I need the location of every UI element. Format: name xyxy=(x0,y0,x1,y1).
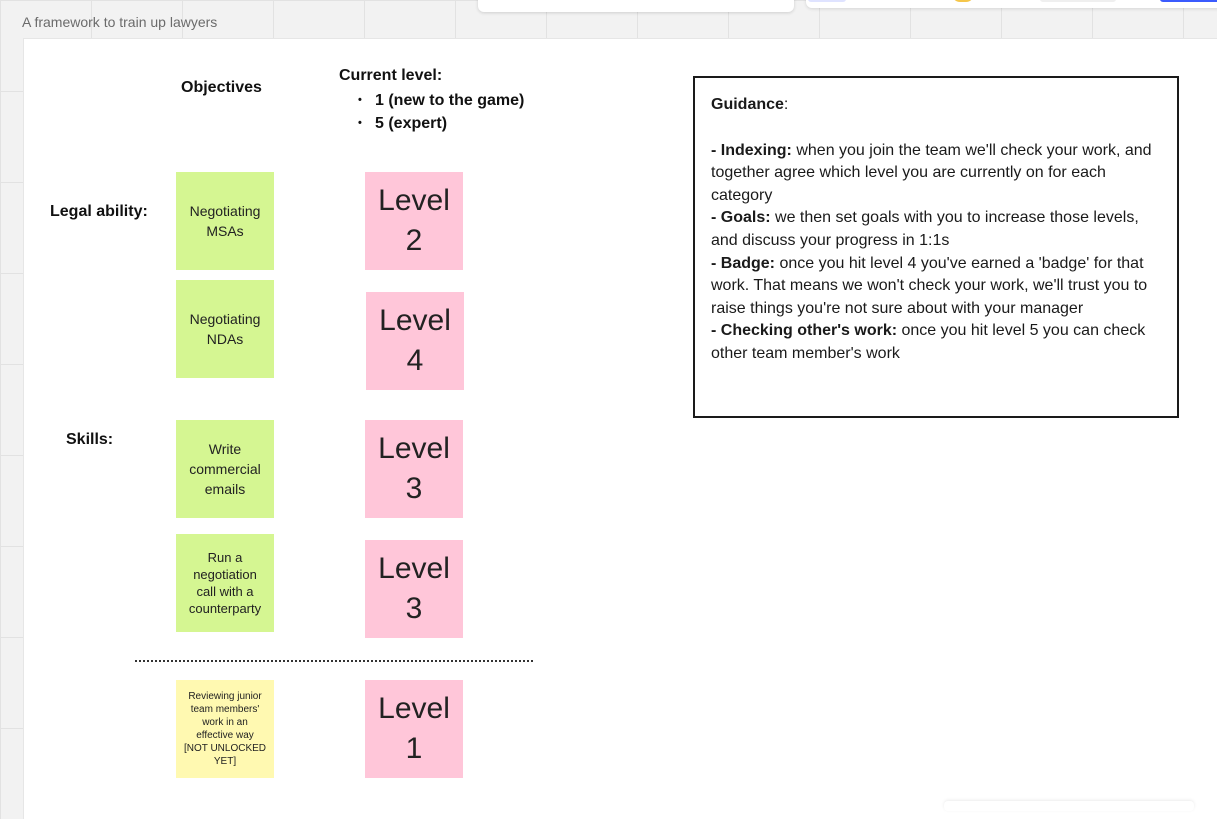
sticky-note-text: Level 3 xyxy=(378,432,450,505)
sticky-note-objective[interactable]: Write commercial emails xyxy=(176,420,274,518)
objectives-header: Objectives xyxy=(181,79,262,96)
toolbar-chip[interactable] xyxy=(1040,0,1116,2)
sticky-note-text: Write commercial emails xyxy=(189,441,261,497)
sticky-note-objective[interactable]: Negotiating NDAs xyxy=(176,280,274,378)
sticky-note-objective-locked[interactable]: Reviewing junior team members' work in a… xyxy=(176,680,274,778)
guidance-item: - Checking other's work: once you hit le… xyxy=(711,320,1163,365)
sticky-note-text: Negotiating NDAs xyxy=(189,311,261,347)
guidance-item-text: once you hit level 5 you can check other… xyxy=(711,322,1146,362)
guidance-item-label: - Checking other's work: xyxy=(711,322,898,340)
guidance-item-text: we then set goals with you to increase t… xyxy=(711,209,1139,249)
guidance-item-label: - Indexing: xyxy=(711,141,792,159)
guidance-item-text: when you join the team we'll check your … xyxy=(711,141,1152,204)
sticky-note-text: Level 2 xyxy=(378,184,450,257)
share-button[interactable] xyxy=(1160,0,1217,2)
guidance-item-label: - Badge: xyxy=(711,254,775,272)
guidance-item: - Badge: once you hit level 4 you've ear… xyxy=(711,253,1163,321)
sticky-note-level[interactable]: Level 3 xyxy=(365,540,463,638)
sticky-note-text: Negotiating MSAs xyxy=(189,203,261,239)
reaction-icon[interactable] xyxy=(952,0,974,2)
sticky-note-level[interactable]: Level 2 xyxy=(365,172,463,270)
sticky-note-text: Run a negotiation call with a counterpar… xyxy=(188,550,262,616)
frame-title[interactable]: A framework to train up lawyers xyxy=(22,14,218,30)
guidance-item-label: - Goals: xyxy=(711,209,771,227)
level-range-max: 5 (expert) xyxy=(339,112,524,135)
sticky-note-text: Level 4 xyxy=(379,304,451,377)
guidance-item: - Goals: we then set goals with you to i… xyxy=(711,207,1163,252)
guidance-item-text: once you hit level 4 you've earned a 'ba… xyxy=(711,254,1148,317)
sticky-note-objective[interactable]: Run a negotiation call with a counterpar… xyxy=(176,534,274,632)
level-range-min: 1 (new to the game) xyxy=(339,89,524,112)
dotted-divider-line[interactable] xyxy=(135,660,533,662)
sticky-note-objective[interactable]: Negotiating MSAs xyxy=(176,172,274,270)
section-label-legal-ability: Legal ability: xyxy=(50,203,148,220)
guidance-item: - Indexing: when you join the team we'll… xyxy=(711,140,1163,208)
current-level-block: Current level: 1 (new to the game) 5 (ex… xyxy=(339,67,524,135)
guidance-title: Guidance: xyxy=(711,96,789,113)
sticky-note-text: Level 3 xyxy=(378,552,450,625)
sticky-note-level[interactable]: Level 1 xyxy=(365,680,463,778)
sticky-note-text: Reviewing junior team members' work in a… xyxy=(183,691,267,767)
board-toolbar xyxy=(478,0,794,12)
level-range-list: 1 (new to the game) 5 (expert) xyxy=(339,89,524,135)
collaboration-toolbar xyxy=(806,0,1217,8)
sticky-note-text: Level 1 xyxy=(378,692,450,765)
sticky-note-level[interactable]: Level 4 xyxy=(366,292,464,390)
guidance-text-box[interactable]: Guidance: - Indexing: when you join the … xyxy=(693,76,1179,418)
minimap-panel[interactable] xyxy=(944,801,1194,811)
toolbar-chip[interactable] xyxy=(808,0,846,2)
current-level-header: Current level: xyxy=(339,67,443,84)
section-label-skills: Skills: xyxy=(66,431,114,448)
sticky-note-level[interactable]: Level 3 xyxy=(365,420,463,518)
